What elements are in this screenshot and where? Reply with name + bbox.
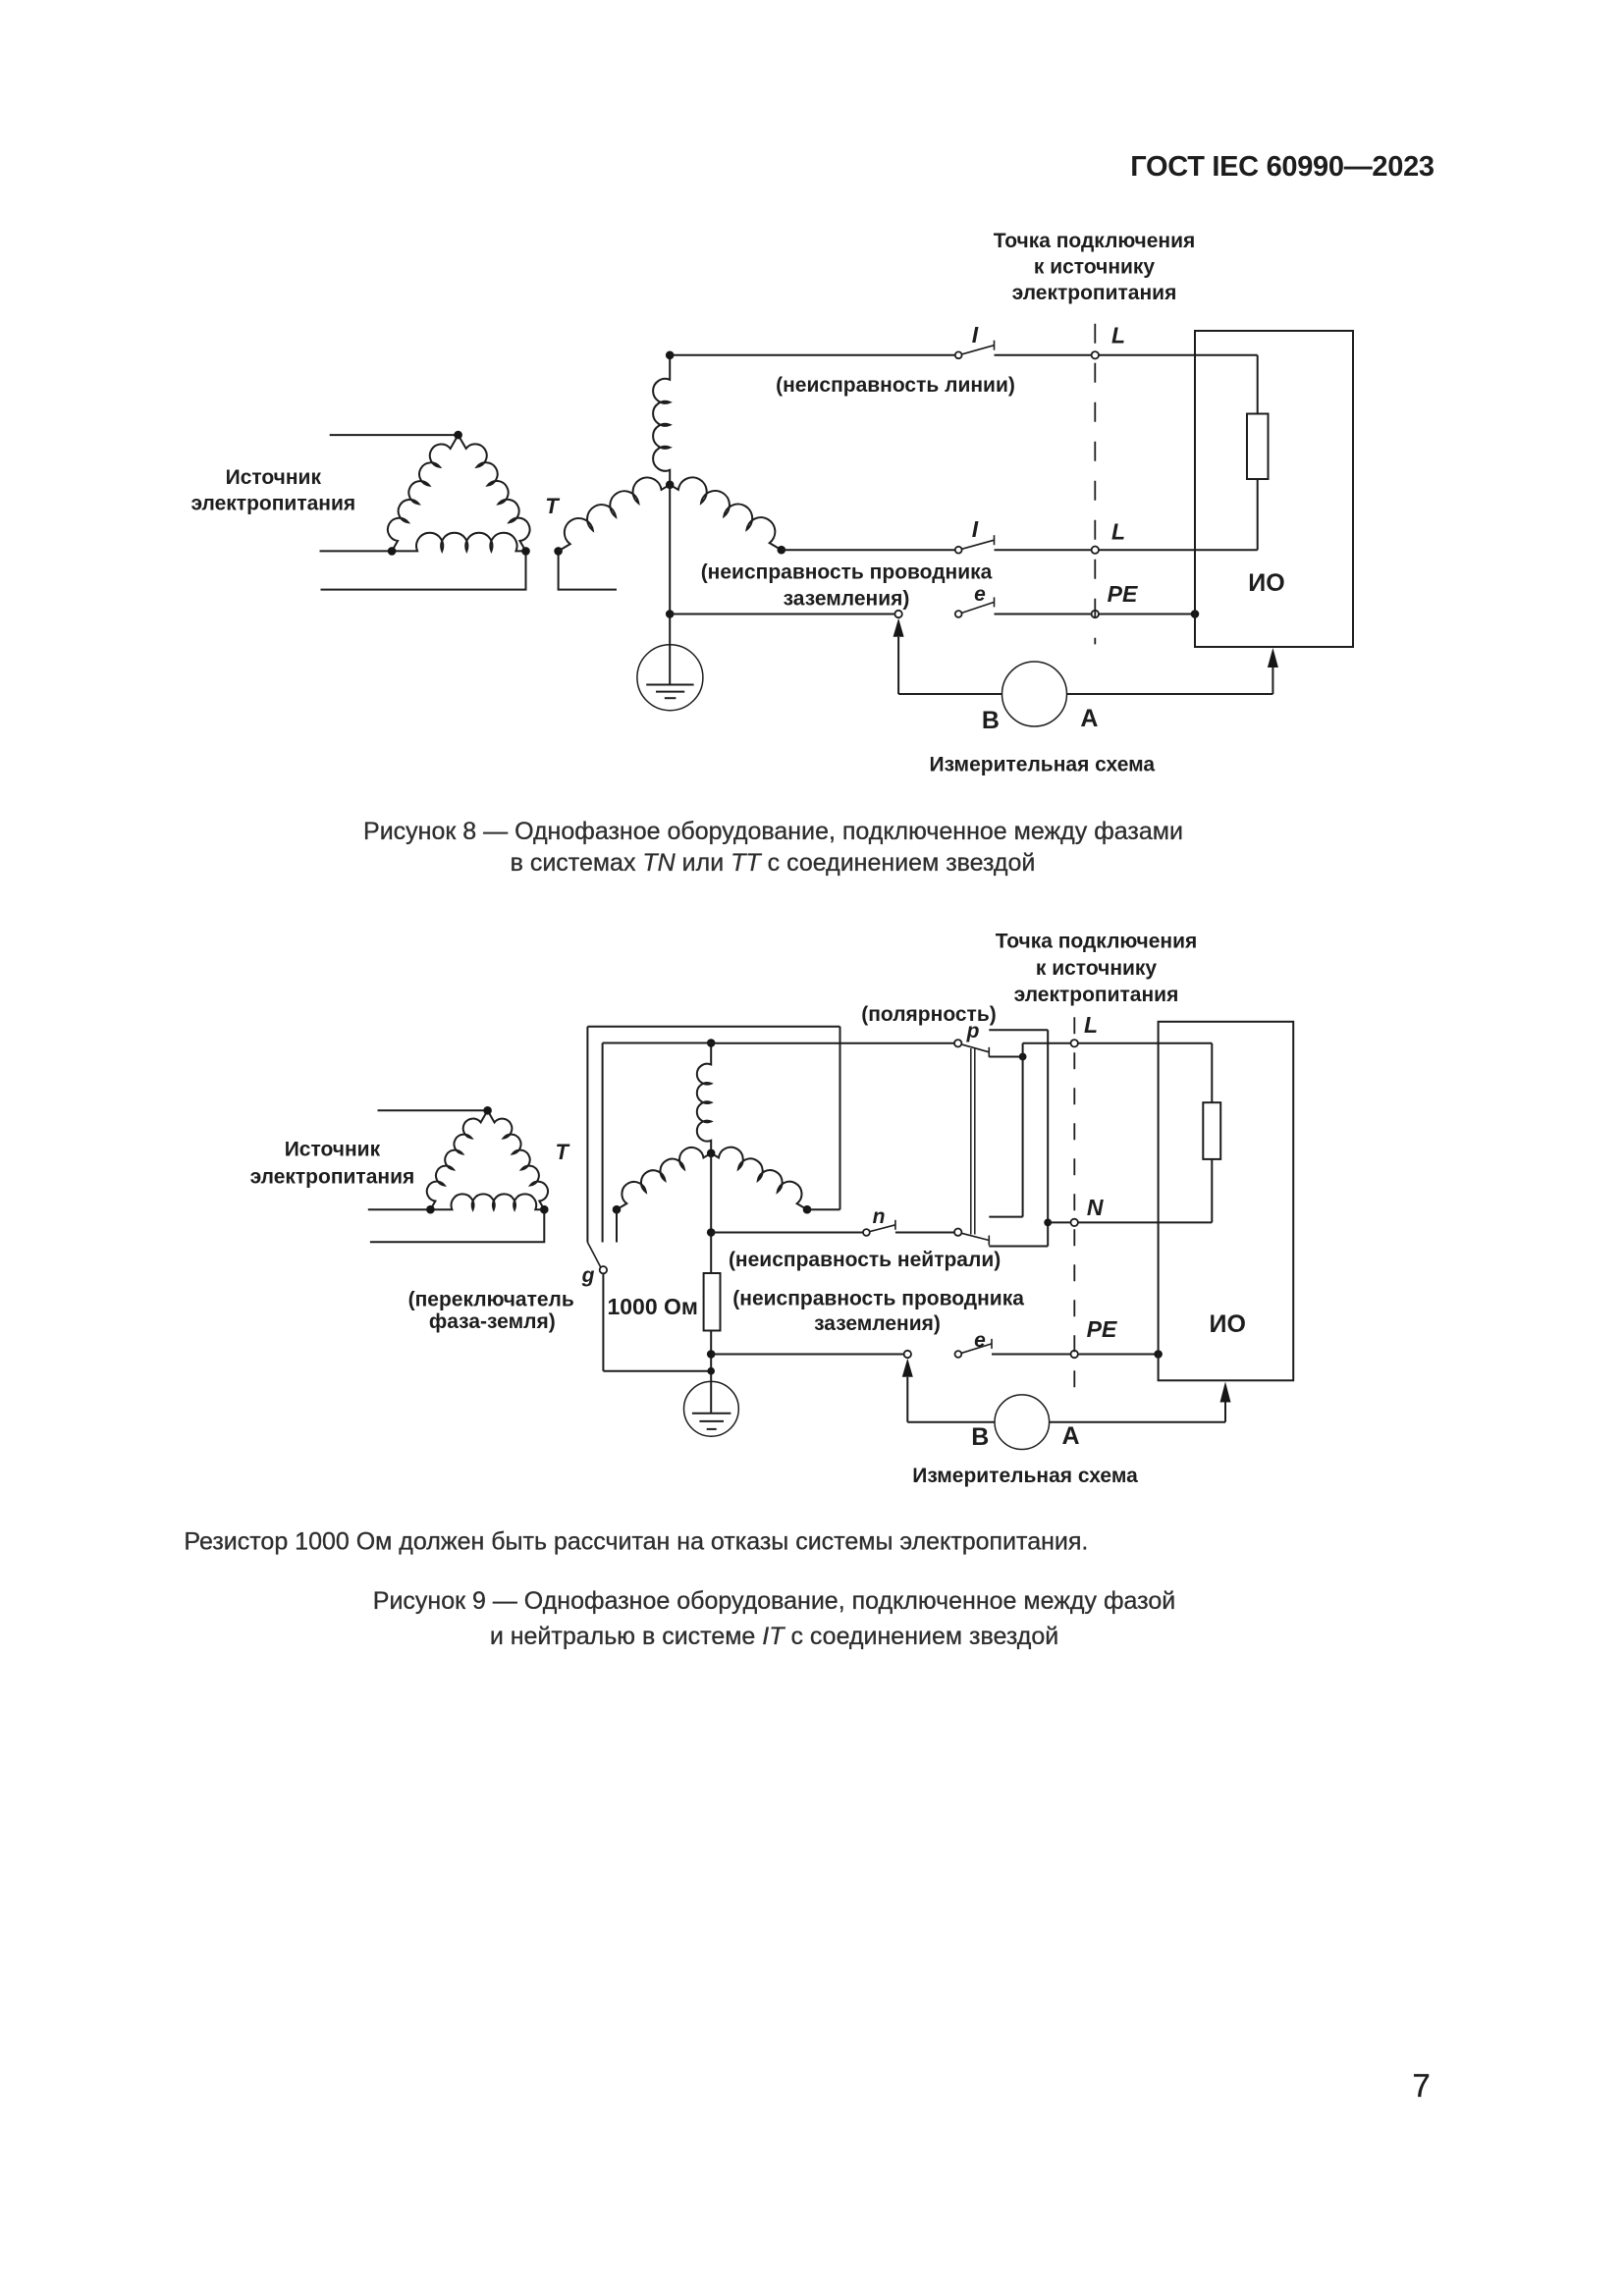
- svg-text:g: g: [581, 1264, 595, 1287]
- svg-text:и нейтралью в системе IT с сое: и нейтралью в системе IT с соединением з…: [490, 1623, 1058, 1650]
- svg-text:(неисправность нейтрали): (неисправность нейтрали): [729, 1249, 1001, 1271]
- svg-text:I: I: [972, 322, 979, 347]
- svg-text:e: e: [974, 1329, 986, 1352]
- svg-text:T: T: [555, 1140, 569, 1164]
- svg-text:Измерительная схема: Измерительная схема: [912, 1465, 1138, 1487]
- svg-text:Резистор 1000 Ом должен быть р: Резистор 1000 Ом должен быть рассчитан н…: [184, 1528, 1088, 1556]
- svg-text:Точка подключения: Точка подключения: [994, 230, 1196, 252]
- svg-text:e: e: [974, 583, 986, 606]
- svg-text:Измерительная схема: Измерительная схема: [930, 754, 1156, 776]
- svg-text:к источнику: к источнику: [1034, 256, 1156, 279]
- svg-text:L: L: [1111, 323, 1125, 348]
- svg-text:Рисунок 9 — Однофазное оборудо: Рисунок 9 — Однофазное оборудование, под…: [373, 1587, 1175, 1615]
- svg-text:Источник: Источник: [226, 466, 322, 489]
- svg-text:электропитания: электропитания: [1014, 984, 1179, 1006]
- svg-text:p: p: [966, 1020, 980, 1042]
- svg-text:N: N: [1087, 1195, 1104, 1220]
- svg-text:заземления): заземления): [814, 1312, 941, 1335]
- svg-text:(переключатель: (переключатель: [408, 1289, 574, 1311]
- svg-text:7: 7: [1412, 2067, 1430, 2104]
- svg-text:заземления): заземления): [784, 587, 910, 610]
- svg-text:B: B: [971, 1423, 989, 1451]
- svg-text:1000 Ом: 1000 Ом: [607, 1294, 697, 1319]
- svg-text:T: T: [545, 494, 560, 518]
- svg-text:A: A: [1080, 705, 1098, 732]
- svg-text:A: A: [1061, 1422, 1079, 1450]
- svg-text:электропитания: электропитания: [250, 1166, 415, 1189]
- svg-text:ИО: ИО: [1248, 569, 1284, 597]
- svg-text:(полярность): (полярность): [861, 1003, 997, 1026]
- svg-text:Рисунок 8 — Однофазное оборудо: Рисунок 8 — Однофазное оборудование, под…: [363, 818, 1183, 845]
- svg-text:Точка подключения: Точка подключения: [996, 931, 1198, 953]
- svg-text:I: I: [972, 516, 979, 542]
- svg-text:Источник: Источник: [285, 1139, 381, 1161]
- svg-text:ИО: ИО: [1209, 1310, 1245, 1338]
- svg-text:PE: PE: [1108, 581, 1138, 607]
- svg-text:электропитания: электропитания: [190, 493, 355, 515]
- svg-text:в системах TN или TT с соедине: в системах TN или TT с соединением звезд…: [511, 849, 1036, 877]
- svg-text:(неисправность проводника: (неисправность проводника: [732, 1288, 1024, 1310]
- svg-text:L: L: [1084, 1012, 1098, 1038]
- svg-text:B: B: [982, 707, 1000, 734]
- svg-text:PE: PE: [1087, 1316, 1117, 1342]
- svg-text:фаза-земля): фаза-земля): [429, 1310, 556, 1333]
- svg-text:(неисправность проводника: (неисправность проводника: [701, 561, 993, 584]
- svg-text:L: L: [1111, 519, 1125, 545]
- svg-text:n: n: [873, 1205, 886, 1228]
- svg-text:(неисправность линии): (неисправность линии): [776, 374, 1015, 397]
- svg-text:электропитания: электропитания: [1012, 282, 1177, 304]
- svg-text:ГОСТ IEC 60990—2023: ГОСТ IEC 60990—2023: [1130, 151, 1435, 183]
- svg-text:к источнику: к источнику: [1036, 957, 1158, 980]
